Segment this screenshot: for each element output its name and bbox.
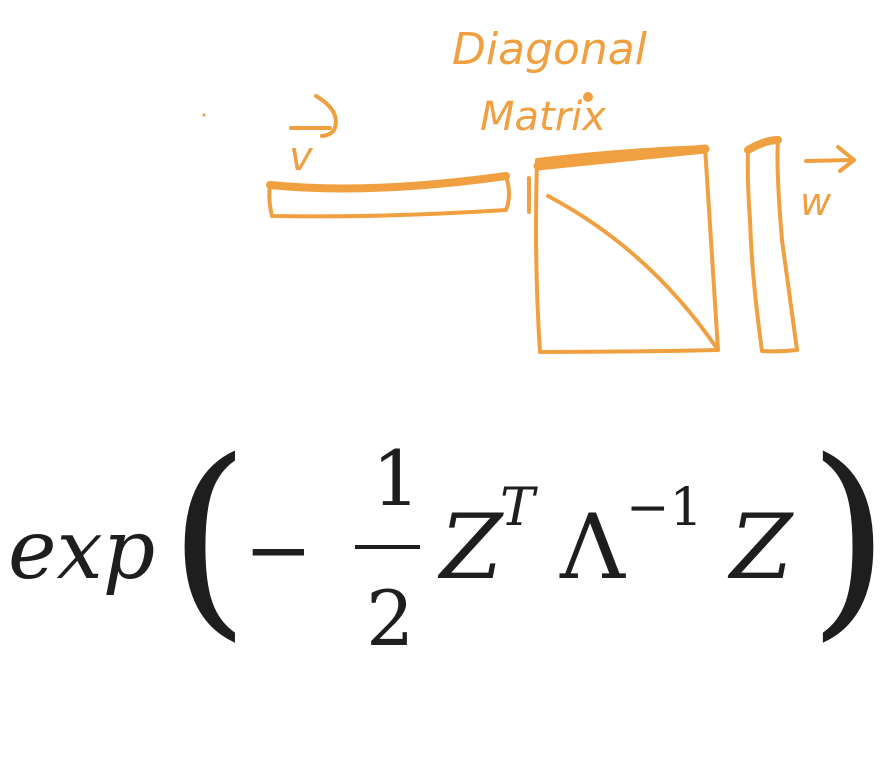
row-vector-bar-top-edge xyxy=(266,172,510,193)
fraction-numerator: 1 xyxy=(372,434,420,523)
transpose-superscript: T xyxy=(500,478,538,538)
diagonal-matrix-sketch: v Diagonal Matrix w xyxy=(202,24,856,354)
matrix-dot xyxy=(583,92,593,102)
vector-w-label: w xyxy=(800,180,832,224)
vector-w-arrow-icon xyxy=(804,145,856,173)
vector-v-annotation: v xyxy=(289,94,338,180)
vector-v-label: v xyxy=(289,134,314,180)
inverse-superscript: −1 xyxy=(626,478,703,538)
fraction-denominator: 2 xyxy=(366,574,414,663)
matrix-z-transposed: Z xyxy=(437,495,504,600)
right-parenthesis: ) xyxy=(808,415,890,660)
column-vector-bar xyxy=(745,138,799,354)
matrix-diagonal-line xyxy=(546,194,720,352)
matrix-z: Z xyxy=(727,495,794,600)
vector-v-arrow-icon xyxy=(289,94,338,138)
matrix-label: Matrix xyxy=(480,94,606,140)
gaussian-exponent-formula: exp ( − 1 2 Z T Λ −1 Z ) xyxy=(8,415,890,663)
left-parenthesis: ( xyxy=(168,415,250,660)
diagonal-matrix-top-edge xyxy=(533,144,710,171)
lambda-symbol: Λ xyxy=(559,495,626,600)
column-vector-bar-top-edge xyxy=(744,136,782,154)
diagonal-label: Diagonal xyxy=(452,24,648,75)
exp-function: exp xyxy=(8,503,155,598)
stray-dot xyxy=(202,113,206,117)
vector-w-annotation: w xyxy=(800,145,856,224)
minus-sign: − xyxy=(244,503,313,598)
